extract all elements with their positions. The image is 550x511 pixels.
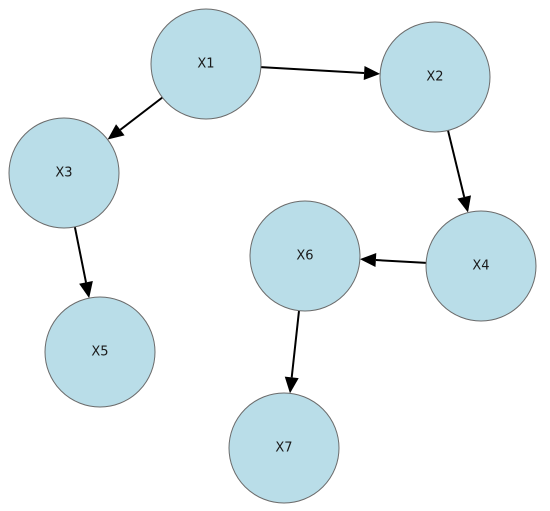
node-label: X1 xyxy=(197,57,214,72)
node-x3: X3 xyxy=(8,117,120,229)
arrowhead xyxy=(363,65,381,80)
node-x2: X2 xyxy=(379,21,491,133)
node-circle xyxy=(379,21,491,133)
node-label: X3 xyxy=(55,166,72,181)
edge-x1-x3 xyxy=(107,96,163,140)
node-circle xyxy=(44,296,156,408)
edge-x3-x5 xyxy=(73,226,93,299)
node-x1: X1 xyxy=(150,8,262,120)
node-x5: X5 xyxy=(44,296,156,408)
node-label: X4 xyxy=(472,259,489,274)
arrowhead xyxy=(107,124,125,140)
node-circle xyxy=(150,8,262,120)
node-circle xyxy=(425,210,537,322)
node-label: X6 xyxy=(296,249,313,264)
node-x4: X4 xyxy=(425,210,537,322)
node-label: X2 xyxy=(426,70,443,85)
arrowhead xyxy=(284,376,299,394)
edge-line xyxy=(73,226,87,283)
node-label: X5 xyxy=(91,345,108,360)
edge-x4-x6 xyxy=(359,253,427,268)
edge-x1-x2 xyxy=(260,65,381,80)
edges-layer xyxy=(73,65,472,394)
node-circle xyxy=(228,392,340,504)
arrowhead xyxy=(457,195,472,213)
node-label: X7 xyxy=(275,441,292,456)
node-x7: X7 xyxy=(228,392,340,504)
arrowhead xyxy=(359,253,377,268)
edge-x2-x4 xyxy=(447,130,472,213)
edge-line xyxy=(375,259,427,264)
edge-line xyxy=(447,130,466,198)
node-circle xyxy=(249,200,361,312)
arrowhead xyxy=(79,281,93,299)
node-circle xyxy=(8,117,120,229)
edge-line xyxy=(290,310,301,378)
edge-line xyxy=(119,96,163,131)
edge-x6-x7 xyxy=(284,310,301,394)
edge-line xyxy=(260,66,365,74)
node-x6: X6 xyxy=(249,200,361,312)
